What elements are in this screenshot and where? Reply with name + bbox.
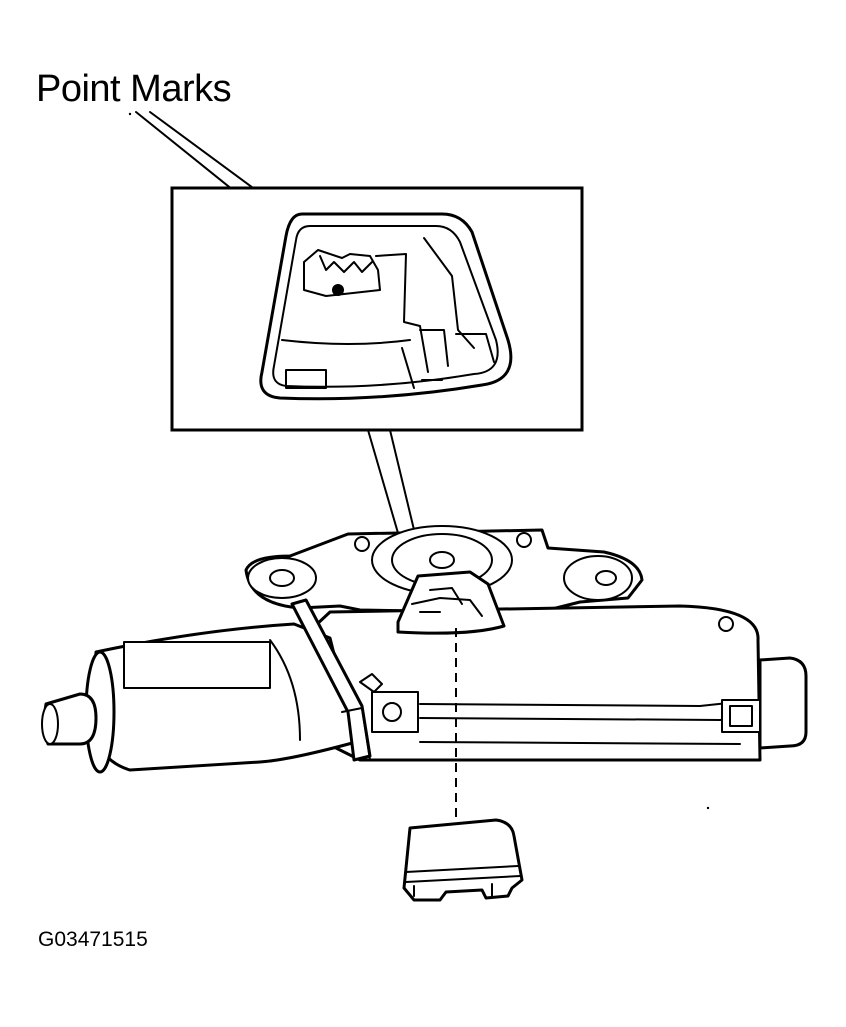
- detail-view-box: [170, 186, 584, 432]
- removed-cover: [402, 818, 524, 902]
- motor-assembly: [41, 525, 808, 774]
- point-marks-label: Point Marks: [36, 68, 232, 110]
- figure-id: G03471515: [38, 928, 148, 951]
